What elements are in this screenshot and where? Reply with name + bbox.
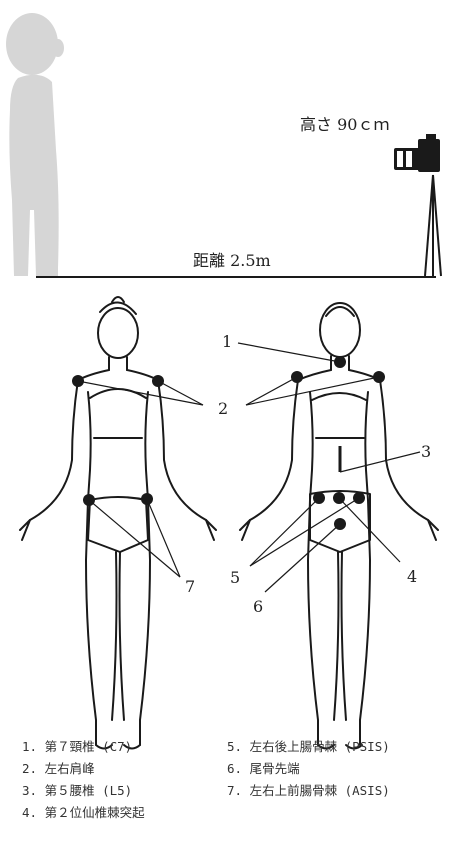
number-3: 3	[421, 442, 431, 461]
number-2-front: 2	[218, 399, 228, 418]
legend-row: 4. 第２位仙椎棘突起	[22, 802, 452, 824]
legend-row: 2. 左右肩峰 6. 尾骨先端	[22, 758, 452, 780]
number-1: 1	[222, 332, 232, 351]
legend-item: 5. 左右後上腸骨棘 (PSIS)	[227, 736, 390, 758]
camera-icon	[394, 134, 440, 172]
legend-item: 4. 第２位仙椎棘突起	[22, 802, 227, 824]
height-label: 高さ 90ｃｍ	[300, 115, 389, 134]
legend-row: 1. 第７頸椎 (C7) 5. 左右後上腸骨棘 (PSIS)	[22, 736, 452, 758]
distance-label: 距離 2.5m	[193, 251, 271, 270]
number-5: 5	[230, 568, 240, 587]
legend-item: 7. 左右上前腸骨棘 (ASIS)	[227, 780, 390, 802]
back-leader-lines	[238, 343, 420, 592]
legend-item: 3. 第５腰椎 (L5)	[22, 780, 227, 802]
legend-item: 1. 第７頸椎 (C7)	[22, 736, 227, 758]
front-leader-lines	[78, 381, 203, 577]
legend-row: 3. 第５腰椎 (L5) 7. 左右上前腸骨棘 (ASIS)	[22, 780, 452, 802]
legend-item: 2. 左右肩峰	[22, 758, 227, 780]
tripod-icon	[425, 175, 441, 276]
number-4: 4	[407, 567, 417, 586]
number-6: 6	[253, 597, 263, 616]
front-body-figure	[20, 297, 216, 749]
person-silhouette	[6, 13, 64, 276]
landmark-legend: 1. 第７頸椎 (C7) 5. 左右後上腸骨棘 (PSIS) 2. 左右肩峰 6…	[22, 736, 452, 824]
legend-item: 6. 尾骨先端	[227, 758, 300, 780]
number-7: 7	[185, 577, 195, 596]
